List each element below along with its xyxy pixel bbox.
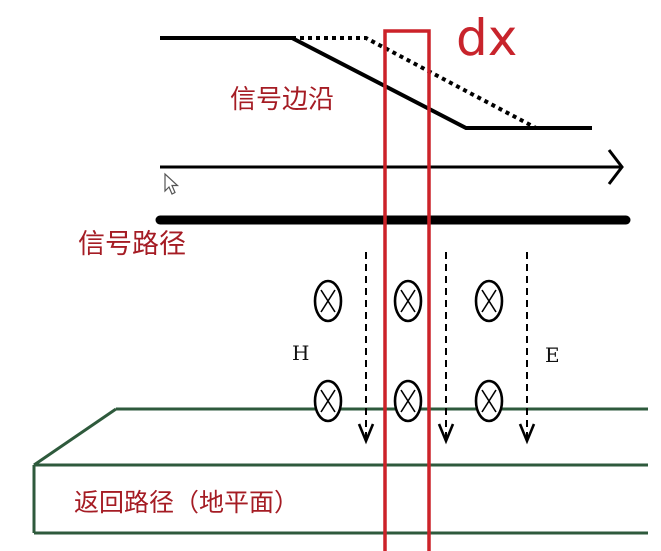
dx-label: dx [456, 9, 517, 67]
circle-with-x-icon [474, 379, 504, 423]
circle-with-x-icon [313, 379, 343, 423]
e-field-label: E [545, 343, 560, 367]
h-field-markers [313, 279, 504, 423]
e-field-arrows [357, 252, 536, 445]
circle-with-x-icon [393, 379, 423, 423]
signal-edge-solid-waveform [160, 36, 592, 130]
signal-path-label: 信号路径 [78, 229, 186, 260]
circle-with-x-icon [393, 279, 423, 323]
signal-edge-delayed-waveform [292, 36, 537, 130]
signal-edge-label: 信号边沿 [230, 85, 334, 115]
circle-with-x-icon [313, 279, 343, 323]
return-path-label: 返回路径（地平面） [74, 488, 299, 517]
circle-with-x-icon [474, 279, 504, 323]
e-field-arrowhead [357, 423, 375, 445]
ground-plane [32, 407, 648, 535]
h-field-label: H [292, 341, 309, 365]
dx-highlight-box [383, 29, 431, 551]
e-field-arrowhead [437, 423, 455, 445]
mouse-pointer-icon [164, 172, 180, 195]
e-field-arrowhead [518, 423, 536, 445]
propagation-arrow-head [607, 149, 624, 185]
